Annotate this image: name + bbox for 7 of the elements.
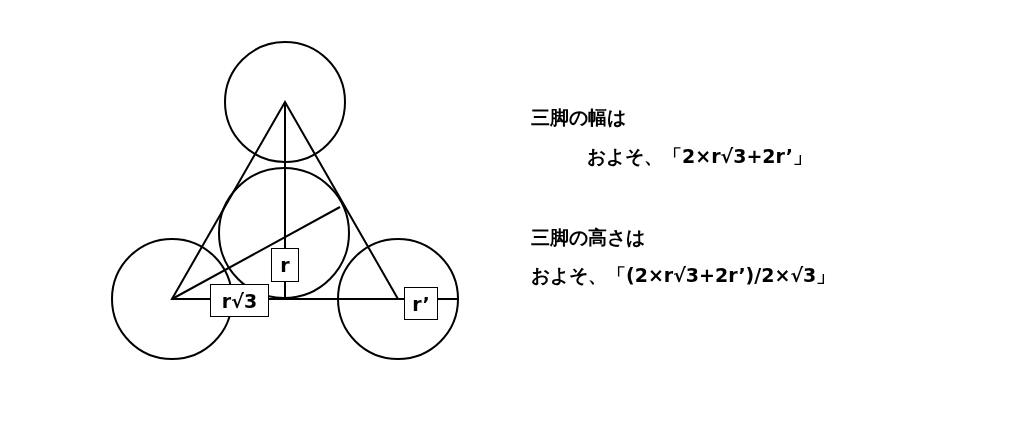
- label-box: r√3: [210, 284, 269, 317]
- label-box: r’: [404, 287, 438, 320]
- label-box: r: [271, 248, 299, 282]
- formula-text: 三脚の高さは: [531, 225, 645, 250]
- formula-text: およそ、「2×r√3+2r’」: [587, 144, 812, 169]
- formula-text: およそ、「(2×r√3+2r’)/2×√3」: [531, 263, 836, 288]
- formula-text: 三脚の幅は: [531, 105, 626, 130]
